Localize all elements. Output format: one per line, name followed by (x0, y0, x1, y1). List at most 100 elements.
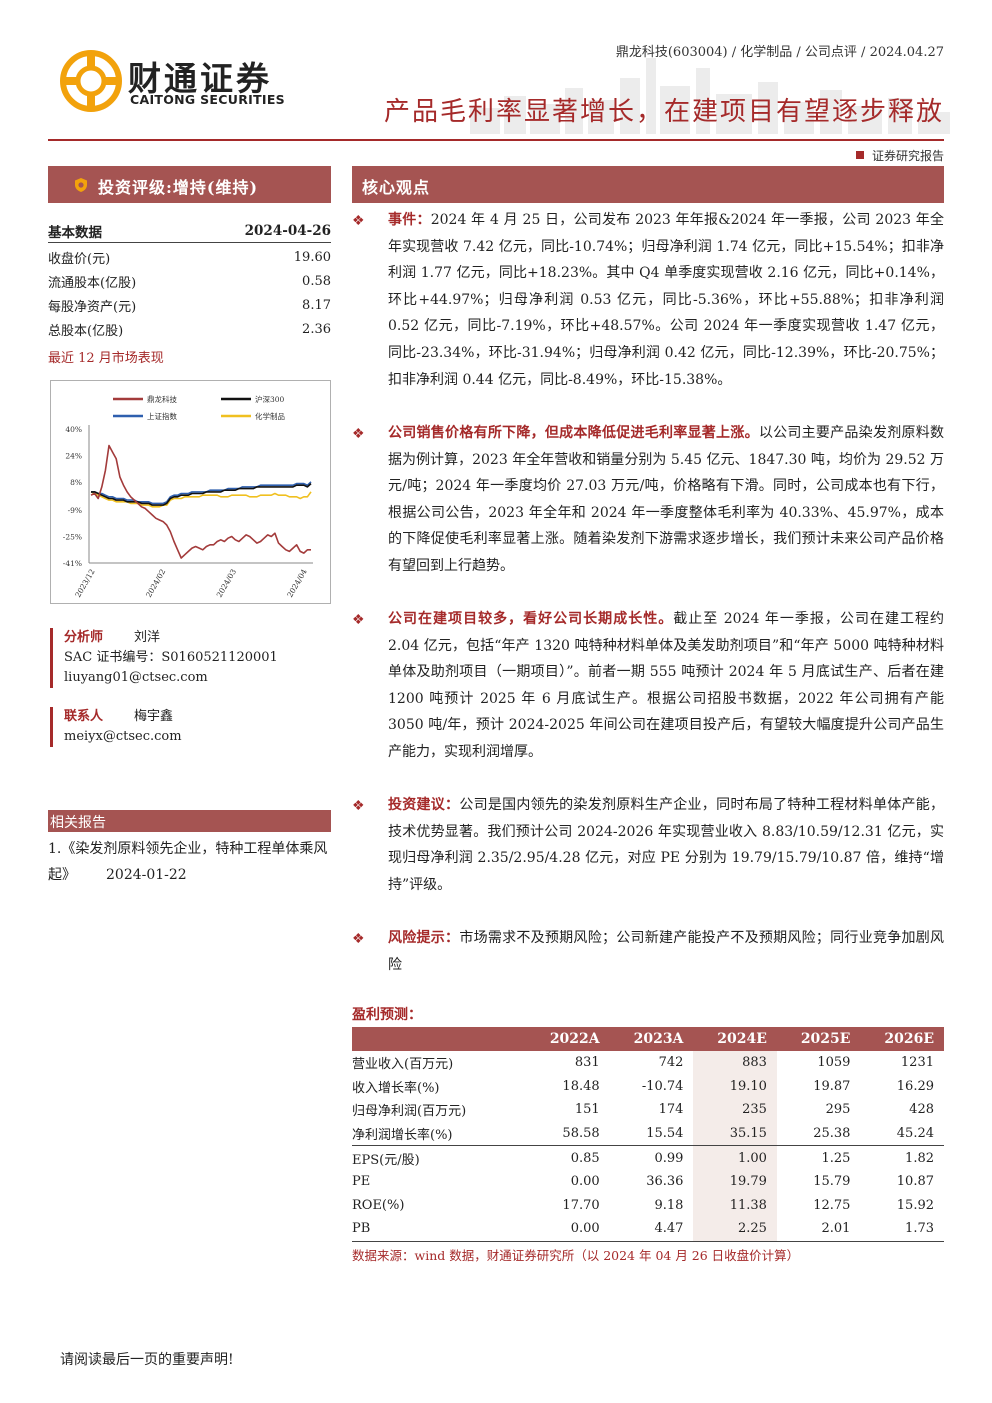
table-cell: 18.48 (562, 1078, 600, 1094)
table-cell: 0.99 (609, 1145, 694, 1170)
market-performance-title: 最近 12 月市场表现 (48, 351, 164, 366)
table-cell: -10.74 (641, 1078, 684, 1094)
contact-email[interactable]: meiyx@ctsec.com (64, 729, 182, 744)
table-cell: 1.73 (860, 1217, 944, 1242)
y-tick-label: -9% (68, 506, 82, 515)
table-cell: 235 (693, 1098, 777, 1122)
table-cell: 19.87 (813, 1078, 851, 1094)
logo-english-name: CAITONG SECURITIES (130, 92, 285, 107)
analyst-cert: SAC 证书编号：S0160521120001 (64, 650, 278, 665)
table-cell: 151 (574, 1102, 600, 1118)
table-cell: 58.58 (562, 1126, 600, 1142)
table-cell: 11.38 (693, 1193, 777, 1218)
contact-name: 梅宇鑫 (134, 709, 174, 724)
table-header-row: 2022A 2023A 2024E 2025E 2026E (352, 1027, 944, 1051)
projects-paragraph: ❖ 公司在建项目较多，看好公司长期成长性。截止至 2024 年一季报，公司在建工… (352, 606, 944, 766)
basic-data-header: 基本数据 2024-04-26 (48, 220, 331, 243)
rating-text: 投资评级:增持(维持) (98, 178, 259, 197)
table-cell: 9.18 (654, 1197, 684, 1213)
core-view-header: 核心观点 (352, 166, 944, 203)
data-source-note: 数据来源：wind 数据，财通证券研究所（以 2024 年 04 月 26 日收… (352, 1248, 800, 1263)
y-tick-label: 40% (65, 425, 82, 434)
table-cell: 295 (825, 1102, 851, 1118)
table-cell: 1.25 (776, 1145, 861, 1170)
table-row-label: PB (352, 1217, 526, 1242)
analyst-block: 分析师 刘洋 SAC 证书编号：S0160521120001 liuyang01@… (50, 628, 344, 688)
y-tick-label: 24% (65, 451, 82, 460)
table-cell: 883 (693, 1051, 777, 1075)
profit-forecast-title: 盈利预测： (352, 1007, 422, 1023)
analyst-name: 刘洋 (134, 630, 161, 645)
table-cell: 15.54 (646, 1126, 684, 1142)
table-cell: 1.00 (693, 1145, 777, 1170)
y-tick-label: -41% (63, 559, 82, 568)
contact-block: 联系人 梅宇鑫 meiyx@ctsec.com (50, 707, 344, 747)
table-cell: 1059 (817, 1055, 851, 1071)
legend-label: 沪深300 (255, 394, 285, 404)
table-cell: 45.24 (896, 1126, 934, 1142)
basic-data-row: 每股净资产(元)8.17 (48, 297, 331, 315)
table-cell: 12.75 (813, 1197, 851, 1213)
table-row: 归母净利润(百万元) 151 174 235 295 428 (352, 1098, 944, 1122)
table-row: PE 0.00 36.36 19.79 15.79 10.87 (352, 1169, 944, 1194)
table-cell: 2.01 (776, 1217, 861, 1242)
analyst-email[interactable]: liuyang01@ctsec.com (64, 670, 208, 685)
table-row-label: ROE(%) (352, 1197, 405, 1213)
table-cell: 4.47 (609, 1217, 694, 1242)
table-cell: 10.87 (896, 1174, 934, 1190)
y-tick-label: -25% (63, 533, 82, 542)
table-cell: 25.38 (813, 1126, 851, 1142)
series-line (91, 483, 312, 506)
table-row-label: 归母净利润(百万元) (352, 1104, 467, 1120)
margin-paragraph: ❖ 公司销售价格有所下降，但成本降低促进毛利率显著上涨。以公司主要产品染发剂原料… (352, 420, 944, 580)
y-tick-label: 8% (70, 478, 82, 487)
report-meta: 鼎龙科技(603004) / 化学制品 / 公司点评 / 2024.04.27 (615, 45, 944, 60)
profit-forecast-table: 2022A 2023A 2024E 2025E 2026E 营业收入(百万元)8… (352, 1027, 944, 1242)
table-row-label: 收入增长率(%) (352, 1080, 440, 1096)
table-cell: 19.79 (693, 1169, 777, 1194)
diamond-bullet-icon: ❖ (352, 931, 365, 947)
table-cell: 19.10 (693, 1074, 777, 1099)
table-cell: 0.85 (525, 1145, 610, 1170)
table-cell: 831 (574, 1055, 600, 1071)
legend-label: 上证指数 (147, 411, 177, 421)
caitong-logo-icon (60, 50, 122, 112)
table-cell: 428 (909, 1102, 934, 1118)
table-row-label: EPS(元/股) (352, 1145, 526, 1170)
table-cell: 0.00 (570, 1174, 600, 1190)
analyst-role: 分析师 (64, 630, 104, 645)
header-divider (48, 139, 944, 141)
table-row-label: PE (352, 1174, 371, 1190)
diamond-bullet-icon: ❖ (352, 426, 365, 442)
risk-paragraph: ❖ 风险提示：市场需求不及预期风险；公司新建产能投产不及预期风险；同行业竞争加剧… (352, 925, 944, 978)
x-tick-label: 2023/12 (73, 567, 96, 599)
x-tick-label: 2024/02 (144, 567, 167, 599)
basic-data-row: 收盘价(元)19.60 (48, 249, 331, 267)
related-reports-header: 相关报告 (48, 810, 331, 832)
table-cell: 35.15 (693, 1121, 777, 1146)
contact-role: 联系人 (64, 709, 104, 724)
diamond-bullet-icon: ❖ (352, 612, 365, 628)
table-cell: 15.79 (813, 1174, 851, 1190)
table-cell: 174 (658, 1102, 684, 1118)
logo-chinese-name: 财通证券 (128, 59, 272, 98)
event-paragraph: ❖ 事件：2024 年 4 月 25 日，公司发布 2023 年年报&2024 … (352, 207, 944, 393)
table-cell: 742 (658, 1055, 684, 1071)
rating-banner: 投资评级:增持(维持) (48, 166, 331, 203)
doc-type-label: 证券研究报告 (855, 147, 944, 164)
table-cell: 1231 (900, 1055, 934, 1071)
table-cell: 36.36 (646, 1174, 684, 1190)
legend-label: 鼎龙科技 (147, 394, 177, 404)
square-bullet-icon (855, 151, 864, 159)
table-cell: 0.00 (525, 1217, 610, 1242)
investment-advice-paragraph: ❖ 投资建议：公司是国内领先的染发剂原料生产企业，同时布局了特种工程材料单体产能… (352, 792, 944, 898)
table-cell: 15.92 (896, 1197, 934, 1213)
related-report-item[interactable]: 1.《染发剂原料领先企业，特种工程单体乘风起》2024-01-22 (48, 841, 328, 883)
